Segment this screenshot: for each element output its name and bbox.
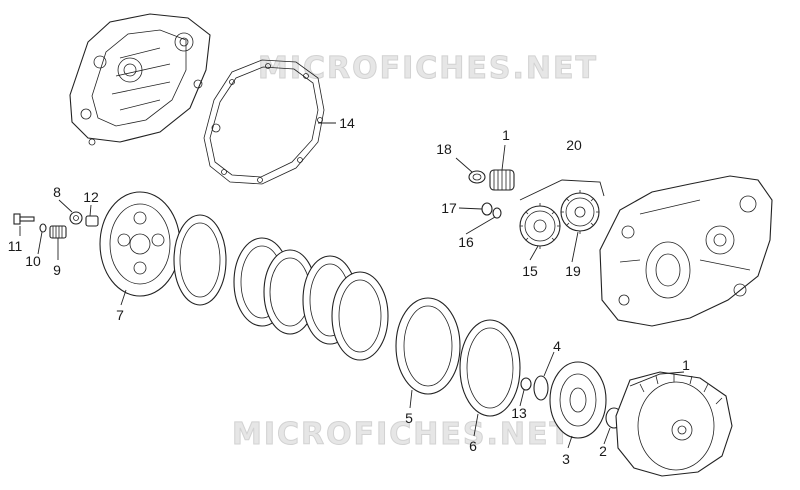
leader-lines bbox=[19, 122, 685, 449]
callout-6: 6 bbox=[469, 438, 477, 454]
clutch-plate-steel bbox=[395, 297, 461, 395]
callout-10: 10 bbox=[25, 253, 41, 269]
callout-2: 2 bbox=[599, 443, 607, 459]
nut-8 bbox=[69, 211, 83, 225]
clutch-plate-5 bbox=[331, 271, 389, 361]
callout-19: 19 bbox=[565, 263, 581, 279]
crankcase-half bbox=[599, 175, 773, 327]
pin-12 bbox=[85, 215, 99, 227]
pressure-plate bbox=[99, 191, 181, 297]
watermark-bottom: MICROFICHES.NET bbox=[232, 417, 572, 452]
callout-1-bottom: 1 bbox=[682, 357, 690, 373]
clutch-plate-friction bbox=[459, 319, 521, 417]
thrust-washer-4 bbox=[533, 375, 549, 401]
callout-labels: 14 1 18 20 17 16 15 19 8 12 11 10 9 7 5 … bbox=[8, 115, 690, 467]
callout-11: 11 bbox=[8, 238, 23, 254]
callout-13: 13 bbox=[511, 405, 527, 421]
callout-1-top: 1 bbox=[502, 127, 510, 143]
callout-15: 15 bbox=[522, 263, 538, 279]
clutch-hub bbox=[549, 361, 607, 439]
circlip-16 bbox=[492, 207, 502, 219]
callout-12: 12 bbox=[83, 189, 99, 205]
callout-4: 4 bbox=[553, 338, 561, 354]
callout-7: 7 bbox=[116, 307, 124, 323]
small-drive-gear bbox=[489, 169, 515, 191]
callout-16: 16 bbox=[458, 234, 474, 250]
bushing-18 bbox=[468, 170, 486, 184]
spring-9 bbox=[49, 225, 67, 239]
callout-9: 9 bbox=[53, 262, 61, 278]
cover-gasket bbox=[203, 59, 325, 185]
callout-18: 18 bbox=[436, 141, 452, 157]
washer-17 bbox=[481, 202, 493, 216]
clutch-plate-1 bbox=[173, 214, 227, 306]
callout-17: 17 bbox=[441, 200, 457, 216]
callout-5: 5 bbox=[405, 410, 413, 426]
gear-19 bbox=[560, 190, 600, 234]
callout-14: 14 bbox=[339, 115, 355, 131]
callout-20: 20 bbox=[566, 137, 582, 153]
bolt-11 bbox=[13, 213, 35, 225]
clutch-cover bbox=[69, 13, 211, 146]
washer-10 bbox=[39, 223, 47, 233]
washer-13 bbox=[520, 377, 532, 391]
callout-3: 3 bbox=[562, 451, 570, 467]
clutch-housing bbox=[615, 371, 733, 477]
gear-15 bbox=[519, 203, 561, 249]
callout-8: 8 bbox=[53, 184, 61, 200]
watermark-top: MICROFICHES.NET bbox=[258, 51, 598, 86]
